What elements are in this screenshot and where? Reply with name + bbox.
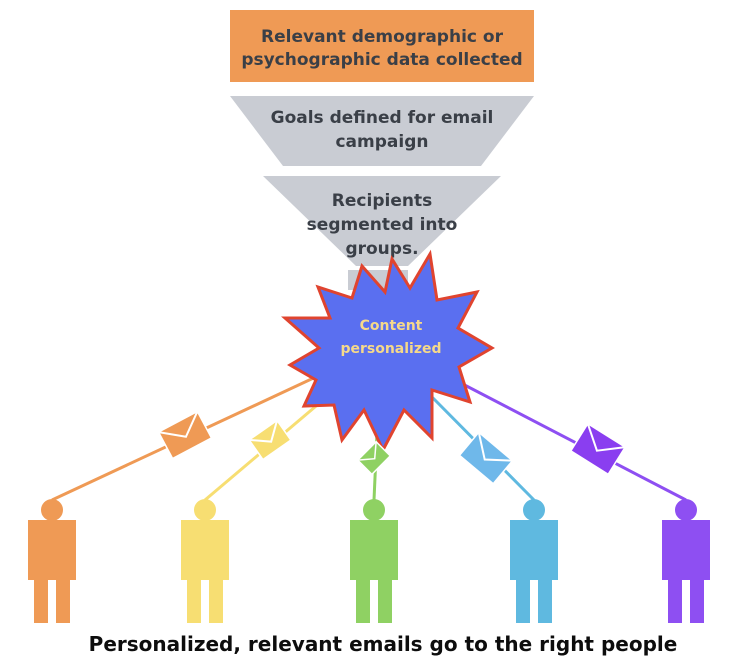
envelope-orange-icon — [157, 410, 213, 460]
funnel-stage-goals-defined — [230, 96, 534, 166]
funnel-stage-recipients-segmented — [263, 176, 501, 266]
envelope-yellow-icon — [248, 419, 292, 461]
envelope-green — [356, 440, 392, 476]
funnel — [230, 10, 534, 290]
recipient-purple-head — [675, 499, 697, 521]
recipient-blue-head — [523, 499, 545, 521]
stage3-label-line3: groups. — [345, 239, 418, 259]
recipient-green — [350, 499, 398, 623]
stage2-label-line2: campaign — [335, 132, 428, 152]
stage3-label-line2: segmented into — [307, 215, 458, 235]
email-path-purple — [454, 378, 687, 502]
content-personalized-burst — [281, 249, 495, 454]
stage1-label-line2: psychographic data collected — [241, 50, 522, 70]
recipient-orange-body — [28, 520, 76, 623]
recipient-green-head — [363, 499, 385, 521]
envelope-blue-icon — [458, 431, 514, 485]
recipient-yellow-body — [181, 520, 229, 623]
caption: Personalized, relevant emails go to the … — [89, 632, 678, 656]
envelope-purple-icon — [569, 422, 627, 476]
burst-label-line1: Content — [360, 318, 423, 334]
envelope-purple — [569, 422, 627, 476]
recipient-yellow — [181, 499, 229, 623]
envelope-blue — [458, 431, 514, 485]
recipient-yellow-head — [194, 499, 216, 521]
recipient-blue — [510, 499, 558, 623]
recipient-orange — [28, 499, 76, 623]
funnel-stage-data-collected — [230, 10, 534, 82]
envelope-green-icon — [356, 440, 392, 476]
recipient-green-body — [350, 520, 398, 623]
recipient-blue-body — [510, 520, 558, 623]
burst-label-line2: personalized — [340, 341, 441, 357]
recipient-orange-head — [41, 499, 63, 521]
stage2-label-line1: Goals defined for email — [271, 108, 494, 128]
envelope-orange — [157, 410, 213, 460]
recipient-purple-body — [662, 520, 710, 623]
stage3-label-line1: Recipients — [332, 191, 432, 211]
envelope-yellow — [248, 419, 292, 461]
stage1-label-line1: Relevant demographic or — [261, 27, 504, 47]
recipient-purple — [662, 499, 710, 623]
